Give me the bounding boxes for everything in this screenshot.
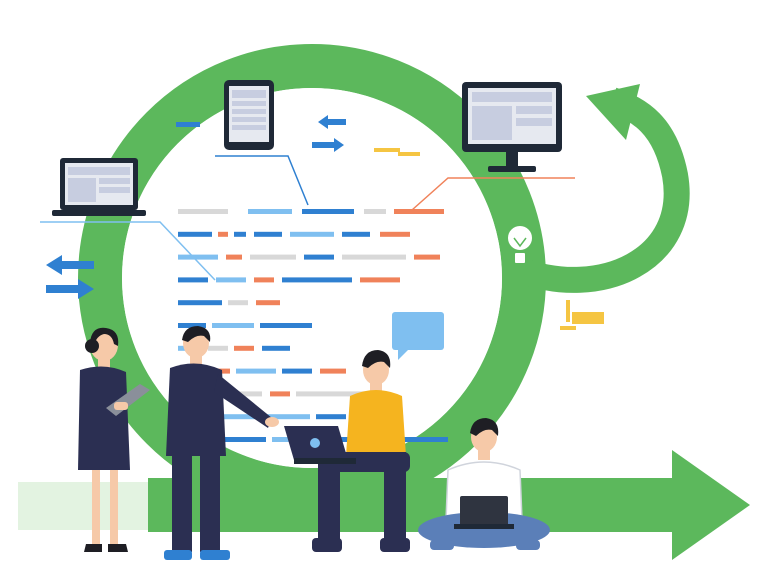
code-line-segment: [290, 231, 334, 237]
code-line-segment: [234, 231, 246, 237]
dash-mark: [176, 122, 200, 127]
code-line-segment: [316, 414, 346, 420]
connector-monitor: [411, 177, 575, 211]
code-line-segment: [302, 209, 354, 214]
code-line-segment: [218, 414, 258, 420]
code-line-segment: [364, 209, 386, 214]
code-line-segment: [216, 277, 246, 283]
yellow-mark: [398, 152, 420, 156]
person-man-sitting: [418, 418, 550, 550]
code-line-segment: [218, 437, 266, 442]
code-line-segment: [342, 231, 370, 237]
code-line-segment: [264, 414, 310, 420]
code-line-segment: [254, 231, 282, 237]
code-line-segment: [398, 437, 448, 442]
code-line-segment: [178, 209, 228, 214]
yellow-doc-icon: [560, 300, 604, 330]
person-woman-with-tablet: [78, 327, 150, 552]
code-line-segment: [248, 209, 292, 214]
code-line-segment: [342, 254, 406, 260]
code-line-segment: [282, 277, 352, 283]
laptop-icon: [52, 158, 146, 216]
person-man-standing: [164, 326, 279, 560]
code-line-segment: [320, 368, 346, 374]
code-line-segment: [414, 254, 440, 260]
green-fade-bar: [18, 482, 148, 530]
code-line-segment: [250, 254, 296, 260]
tablet-icon: [224, 80, 274, 150]
connector-tablet: [215, 155, 309, 206]
code-line-segment: [218, 231, 228, 237]
code-line-segment: [304, 254, 334, 260]
code-line-segment: [178, 254, 218, 260]
code-line-segment: [212, 323, 254, 328]
code-line-segment: [226, 254, 242, 260]
code-line-segment: [256, 300, 280, 306]
feedback-arrow-head: [586, 84, 640, 140]
swap-arrows-icon: [312, 115, 346, 152]
person-man-with-laptop: [284, 350, 410, 552]
chat-bubble-icon: [392, 312, 444, 360]
code-line-segment: [208, 345, 228, 351]
code-line-segment: [178, 300, 222, 306]
feedback-loop: [515, 87, 690, 293]
forward-arrow-shaft: [148, 478, 678, 532]
code-line-segment: [380, 231, 410, 237]
lightbulb-icon: [506, 224, 534, 265]
code-line-segment: [254, 277, 274, 283]
code-line-segment: [394, 209, 444, 214]
code-line-segment: [270, 391, 290, 397]
code-line-segment: [178, 323, 206, 328]
forward-arrow-head: [672, 450, 750, 560]
code-line-segment: [296, 391, 366, 397]
code-line-segment: [262, 345, 290, 351]
code-line-segment: [178, 231, 212, 237]
monitor-icon: [462, 82, 562, 172]
yellow-mark: [374, 148, 400, 152]
code-line-segment: [234, 345, 254, 351]
code-line-segment: [178, 277, 208, 283]
code-line-segment: [282, 368, 312, 374]
swap-arrows-icon: [46, 255, 94, 299]
code-line-segment: [236, 368, 276, 374]
code-line-segment: [360, 277, 400, 283]
connector-laptop: [40, 221, 216, 281]
code-line-segment: [228, 300, 248, 306]
code-line-segment: [260, 323, 312, 328]
